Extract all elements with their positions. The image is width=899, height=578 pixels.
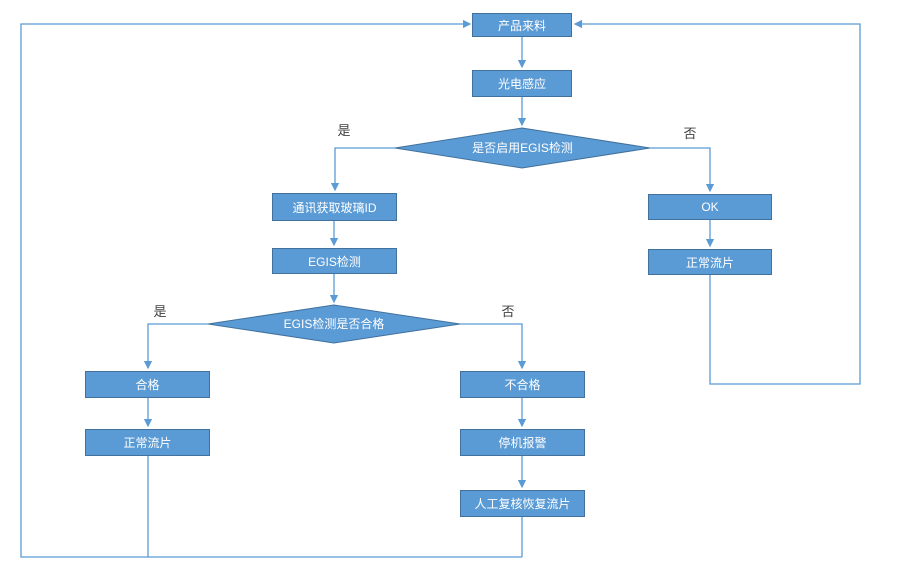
- node-ok: OK: [648, 194, 772, 220]
- connector-decision2-yes: [143, 323, 208, 370]
- node-unqualified: 不合格: [460, 371, 585, 398]
- branch-label-d2-no: 否: [501, 304, 515, 319]
- decision-diamond-egis-enable: [394, 127, 651, 169]
- node-manual-review-resume: 人工复核恢复流片: [460, 490, 585, 517]
- connector-decision1-no: [650, 147, 715, 193]
- branch-label-d1-yes: 是: [337, 123, 351, 138]
- connector-right-loop-to-product: [573, 19, 861, 385]
- branch-label-d2-yes: 是: [153, 304, 167, 319]
- node-egis-check: EGIS检测: [272, 248, 397, 274]
- node-normal-flow-left: 正常流片: [85, 429, 210, 456]
- node-get-glass-id: 通讯获取玻璃ID: [272, 193, 397, 221]
- node-stop-alarm: 停机报警: [460, 429, 585, 456]
- node-normal-flow-right: 正常流片: [648, 249, 772, 275]
- connector-decision1-yes: [330, 147, 395, 192]
- connector-left-loop-to-product: [20, 19, 522, 558]
- decision-diamond-egis-pass: [207, 304, 461, 344]
- branch-label-d1-no: 否: [683, 126, 697, 141]
- node-qualified: 合格: [85, 371, 210, 398]
- connector-decision2-no: [460, 323, 527, 370]
- node-product-incoming: 产品来料: [472, 13, 572, 37]
- node-photoelectric-sensing: 光电感应: [472, 70, 572, 97]
